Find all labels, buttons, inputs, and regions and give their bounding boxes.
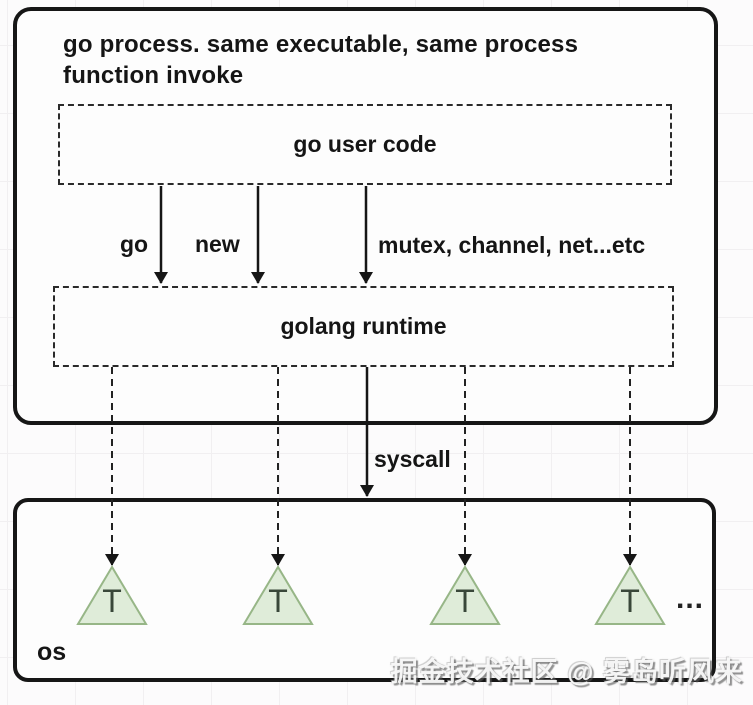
- process-title-line1: go process. same executable, same proces…: [63, 31, 579, 58]
- more-threads-ellipsis: ...: [676, 582, 705, 615]
- process-title: go process. same executable, same proces…: [63, 29, 643, 91]
- golang-runtime-label: golang runtime: [280, 313, 447, 339]
- process-title-line2: function invoke: [63, 62, 244, 89]
- go-arrow-label: go: [120, 231, 149, 257]
- go-user-code-box: go user code: [58, 104, 672, 185]
- golang-runtime-box: golang runtime: [53, 286, 674, 367]
- new-arrow-label: new: [195, 231, 240, 257]
- syscall-label: syscall: [374, 446, 451, 472]
- mutex-channel-net-arrow-label: mutex, channel, net...etc: [378, 232, 646, 258]
- watermark-text: 掘金技术社区 @ 雾岛听风来: [390, 657, 743, 687]
- os-label: os: [37, 638, 67, 666]
- go-user-code-label: go user code: [293, 131, 437, 157]
